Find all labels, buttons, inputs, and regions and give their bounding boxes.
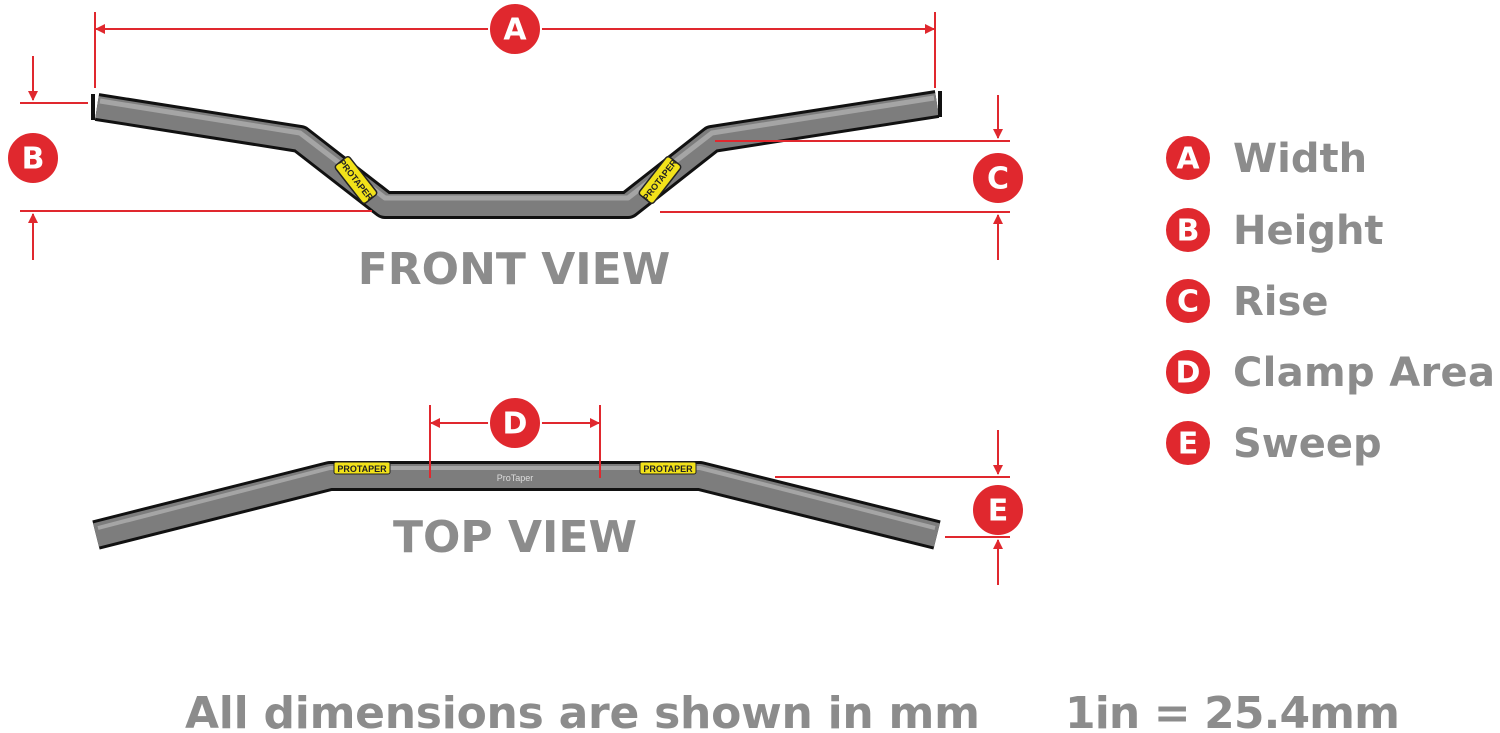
marker-d: D bbox=[503, 407, 528, 442]
svg-text:B: B bbox=[1177, 214, 1200, 249]
svg-text:E: E bbox=[1178, 427, 1199, 462]
protaper-decal-left: PROTAPER bbox=[333, 461, 391, 475]
marker-e: E bbox=[988, 494, 1009, 529]
legend-item-clamp-area: D Clamp Area bbox=[1164, 348, 1495, 396]
protaper-decal-right: PROTAPER bbox=[639, 461, 697, 475]
top-view-handlebar: PROTAPER PROTAPER ProTaper bbox=[92, 461, 941, 550]
dimension-e-sweep: E bbox=[775, 430, 1025, 585]
center-logo: ProTaper bbox=[497, 473, 534, 483]
svg-text:C: C bbox=[1177, 285, 1199, 320]
dimension-b-height: B bbox=[6, 56, 372, 260]
dimension-a-width: A bbox=[94, 2, 936, 88]
legend: A Width B Height C Rise D Clamp Area E S… bbox=[1164, 134, 1495, 467]
svg-text:PROTAPER: PROTAPER bbox=[643, 464, 693, 474]
conversion-note: 1in = 25.4mm bbox=[1065, 688, 1400, 733]
top-view-label: TOP VIEW bbox=[393, 512, 637, 563]
units-note: All dimensions are shown in mm bbox=[185, 688, 980, 733]
svg-text:PROTAPER: PROTAPER bbox=[337, 464, 387, 474]
svg-text:A: A bbox=[1176, 142, 1200, 177]
legend-item-sweep: E Sweep bbox=[1164, 419, 1382, 467]
front-view-label: FRONT VIEW bbox=[358, 244, 671, 295]
legend-item-height: B Height bbox=[1164, 206, 1384, 254]
svg-text:Rise: Rise bbox=[1233, 279, 1328, 325]
dimension-d-clamp-area: D bbox=[429, 396, 601, 478]
marker-b: B bbox=[22, 142, 45, 177]
dimension-c-rise: C bbox=[660, 95, 1025, 260]
svg-text:Height: Height bbox=[1233, 208, 1384, 254]
svg-text:Clamp Area: Clamp Area bbox=[1233, 350, 1495, 396]
marker-a: A bbox=[503, 13, 527, 48]
svg-text:Width: Width bbox=[1233, 136, 1367, 182]
front-view-handlebar: PROTAPER PROTAPER bbox=[91, 90, 942, 219]
legend-item-width: A Width bbox=[1164, 134, 1367, 182]
marker-c: C bbox=[987, 162, 1009, 197]
legend-item-rise: C Rise bbox=[1164, 277, 1328, 325]
svg-text:D: D bbox=[1176, 356, 1201, 391]
svg-text:Sweep: Sweep bbox=[1233, 421, 1382, 467]
